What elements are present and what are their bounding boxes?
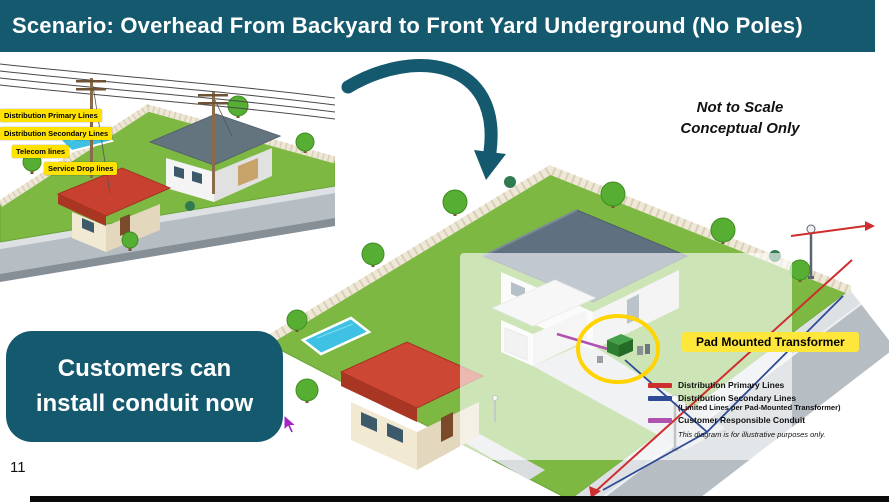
- scale-note-line2: Conceptual Only: [680, 120, 800, 137]
- legend-row-conduit: Customer Responsible Conduit: [648, 415, 883, 425]
- line-label-distribution-primary: Distribution Primary Lines: [0, 109, 102, 122]
- legend-label: Customer Responsible Conduit: [678, 415, 806, 426]
- transformer-highlight-circle: [576, 314, 660, 384]
- title-bar: Scenario: Overhead From Backyard to Fron…: [0, 0, 875, 52]
- power-lines: [0, 63, 335, 120]
- after-diagram: [262, 164, 889, 502]
- scale-note-line1: Not to Scale: [696, 99, 784, 116]
- callout-box: Customers can install conduit now: [6, 331, 283, 442]
- legend-row-primary: Distribution Primary Lines: [648, 380, 883, 390]
- legend-disclaimer: This diagram is for illustrative purpose…: [678, 429, 826, 439]
- legend-swatch-blue: [648, 396, 672, 402]
- pool: [300, 316, 372, 356]
- pad-mounted-transformer: [597, 334, 650, 363]
- before-diagram: [0, 63, 335, 282]
- legend-swatch-red: [648, 383, 672, 388]
- transition-arrow-icon: [341, 59, 506, 180]
- mouse-cursor-icon: [283, 414, 298, 434]
- legend: Distribution Primary Lines Distribution …: [648, 380, 883, 439]
- backyard-fence: [262, 164, 852, 346]
- utility-pole: [198, 92, 233, 194]
- conduit-lines: [556, 221, 875, 498]
- legend-label: Distribution Primary Lines: [678, 380, 785, 390]
- line-label-service-drop: Service Drop lines: [44, 162, 118, 175]
- scale-note: Not to Scale Conceptual Only: [655, 97, 825, 139]
- transformer-label: Pad Mounted Transformer: [682, 332, 859, 352]
- page-number: 11: [10, 459, 26, 476]
- slide-title: Scenario: Overhead From Backyard to Fron…: [12, 13, 803, 38]
- legend-row-secondary: Distribution Secondary Lines (Limited Li…: [648, 393, 883, 412]
- bottom-bar: [30, 496, 889, 502]
- line-label-telecom: Telecom lines: [12, 145, 70, 158]
- legend-sublabel: (Limited Lines per Pad-Mounted Transform…: [678, 403, 841, 413]
- callout-text: Customers can install conduit now: [35, 354, 254, 417]
- red-roof-house: [56, 167, 172, 252]
- legend-label: Distribution Secondary Lines: [678, 393, 797, 404]
- tree: [286, 176, 811, 403]
- legend-swatch-purple: [648, 418, 672, 424]
- highlight-overlay: [460, 253, 792, 460]
- line-label-distribution-secondary: Distribution Secondary Lines: [0, 127, 113, 140]
